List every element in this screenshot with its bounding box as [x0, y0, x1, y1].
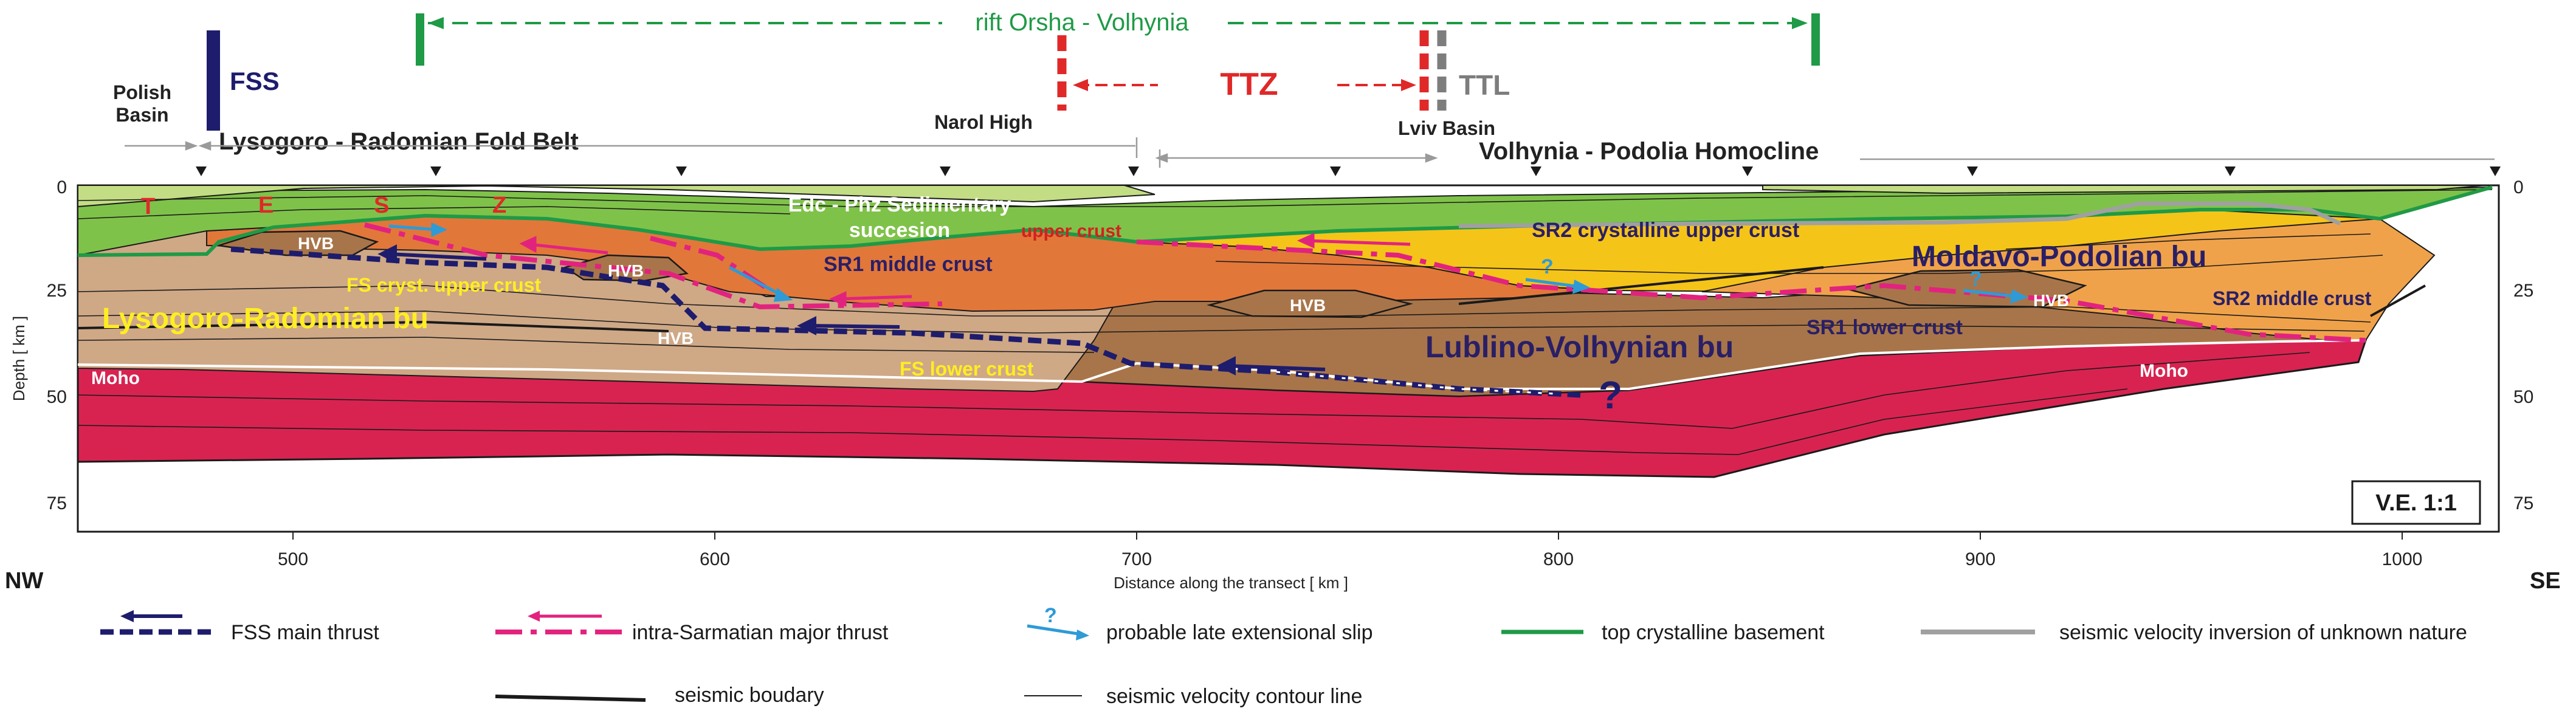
x-ticks: 500 600 700 800 900 1000: [278, 549, 2422, 569]
label-edc-line2: succesion: [849, 219, 950, 242]
fss-marker: FSS: [207, 30, 280, 131]
legend-sarmatian-thrust: intra-Sarmatian major thrust: [495, 611, 889, 644]
y-tick-50-left: 50: [47, 387, 67, 407]
lviv-basin-label: Lviv Basin: [1398, 117, 1495, 139]
ttl-label: TTL: [1459, 69, 1510, 101]
y-ticks-right: 0 25 50 75: [2513, 177, 2533, 513]
label-sr1-lower-crust: SR1 lower crust: [1806, 316, 1963, 339]
legend-sarmatian-thrust-label: intra-Sarmatian major thrust: [632, 621, 889, 644]
y-tick-25-left: 25: [47, 281, 67, 301]
label-edc-line1: Edc - Phz Sedimentary: [788, 193, 1011, 216]
rift-orsha-volhynia-extent: rift Orsha - Volhynia: [416, 9, 1820, 66]
extent-arrows: [125, 137, 2495, 168]
legend: FSS main thrust intra-Sarmatian major th…: [100, 604, 2467, 708]
label-sr2-middle-crust: SR2 middle crust: [2213, 287, 2372, 309]
extensional-slip-arrows: [388, 222, 2028, 304]
sarmatian-thrust-arrows: [519, 233, 1411, 307]
x-tick-marks: [292, 532, 2403, 540]
label-hvb-5: HVB: [2033, 291, 2069, 310]
fss-label: FSS: [230, 67, 280, 95]
x-tick-700: 700: [1121, 549, 1152, 569]
moldavo-podolian-light-orange: [1701, 218, 2436, 343]
cross-section: ? ? ? T E S Z Edc - Phz Sedimentary succ…: [77, 184, 2500, 533]
y-tick-25-right: 25: [2513, 281, 2533, 301]
label-lysogoro-radomian-bu: Lysogoro-Radomian bu: [102, 303, 429, 335]
legend-top-basement: top crystalline basement: [1501, 621, 1825, 644]
legend-velocity-contour-label: seismic velocity contour line: [1106, 685, 1362, 708]
label-upper-crust: upper crust: [1021, 221, 1121, 241]
se-label: SE: [2530, 568, 2561, 594]
label-moldavo-podolian: Moldavo-Podolian bu: [1912, 241, 2206, 273]
slip-question-1: ?: [1541, 255, 1554, 278]
y-tick-75-right: 75: [2513, 493, 2533, 513]
label-hvb-4: HVB: [1290, 296, 1326, 315]
rift-label: rift Orsha - Volhynia: [975, 9, 1189, 36]
station-markers: [196, 166, 2501, 176]
seismic-boundaries: [77, 266, 2426, 332]
y-tick-0-left: 0: [57, 177, 67, 197]
velocity-inversion-line: [1458, 201, 2341, 228]
label-moho-left: Moho: [91, 368, 140, 388]
y-tick-0-right: 0: [2513, 177, 2524, 197]
label-Z: Z: [492, 193, 506, 218]
y-tick-50-right: 50: [2513, 387, 2533, 407]
x-tick-1000: 1000: [2382, 549, 2423, 569]
sedimentary-light-right: [1762, 185, 2487, 194]
legend-top-basement-label: top crystalline basement: [1602, 621, 1825, 644]
label-hvb-1: HVB: [298, 234, 334, 253]
legend-extensional-slip-label: probable late extensional slip: [1106, 621, 1373, 644]
y-ticks-left: 0 25 50 75: [47, 177, 67, 513]
polish-basin-label-line1: Polish: [113, 81, 171, 103]
sedimentary-light: [77, 185, 1155, 208]
label-T: T: [141, 194, 155, 219]
narol-high-label: Narol High: [934, 111, 1033, 133]
top-crystalline-basement-line: [77, 185, 2493, 257]
legend-slip-question: ?: [1044, 604, 1057, 627]
fss-thrust-question: ?: [1599, 373, 1622, 417]
x-tick-600: 600: [700, 549, 730, 569]
ttz-marker: TTZ: [1057, 30, 1429, 111]
legend-seismic-boundary: seismic boudary: [495, 684, 824, 707]
x-tick-900: 900: [1965, 549, 1996, 569]
x-tick-800: 800: [1543, 549, 1574, 569]
label-hvb-2: HVB: [608, 261, 644, 280]
velocity-contours: [77, 189, 2493, 455]
label-sr1-middle-crust: SR1 middle crust: [824, 253, 993, 276]
polish-basin-label-line2: Basin: [115, 104, 168, 126]
fss-thrust-arrows: [377, 244, 1326, 376]
ttl-marker: TTL: [1437, 30, 1510, 111]
label-moho-right: Moho: [2140, 361, 2188, 381]
geographic-labels: Polish Basin Lysogoro - Radomian Fold Be…: [113, 81, 1819, 165]
legend-fss-thrust: FSS main thrust: [100, 610, 379, 644]
label-S: S: [374, 193, 389, 218]
lysogoro-fold-belt-label: Lysogoro - Radomian Fold Belt: [219, 128, 579, 155]
nw-label: NW: [5, 568, 43, 594]
label-lublino-volhynian-bu: Lublino-Volhynian bu: [1425, 330, 1734, 364]
ve-box: [2351, 480, 2481, 525]
label-E: E: [258, 193, 274, 218]
legend-seismic-boundary-label: seismic boudary: [675, 684, 824, 707]
ttz-label: TTZ: [1220, 67, 1278, 102]
legend-extensional-slip: ? probable late extensional slip: [1027, 604, 1373, 644]
ve-label: V.E. 1:1: [2375, 490, 2457, 516]
y-tick-75-left: 75: [47, 493, 67, 513]
legend-velocity-inversion-label: seismic velocity inversion of unknown na…: [2059, 621, 2467, 644]
legend-fss-thrust-label: FSS main thrust: [231, 621, 379, 644]
x-tick-500: 500: [278, 549, 308, 569]
volhynia-homocline-label: Volhynia - Podolia Homocline: [1479, 138, 1819, 165]
axes: Depth [ km ] 0 25 50 75 0 25 50 75 500 6…: [5, 177, 2561, 594]
legend-velocity-contour: seismic velocity contour line: [1024, 685, 1362, 708]
fss-main-thrust-line: [230, 246, 1581, 398]
label-fs-cryst-upper-crust: FS cryst. upper crust: [346, 274, 541, 296]
y-axis-title: Depth [ km ]: [10, 316, 28, 401]
x-axis-title: Distance along the transect [ km ]: [1114, 574, 1348, 592]
label-sr2-upper-crust: SR2 crystalline upper crust: [1532, 219, 1799, 242]
legend-velocity-inversion: seismic velocity inversion of unknown na…: [1921, 621, 2467, 644]
slip-question-2: ?: [1969, 267, 1982, 290]
label-fs-lower-crust: FS lower crust: [900, 358, 1034, 380]
label-hvb-3: HVB: [658, 329, 694, 348]
